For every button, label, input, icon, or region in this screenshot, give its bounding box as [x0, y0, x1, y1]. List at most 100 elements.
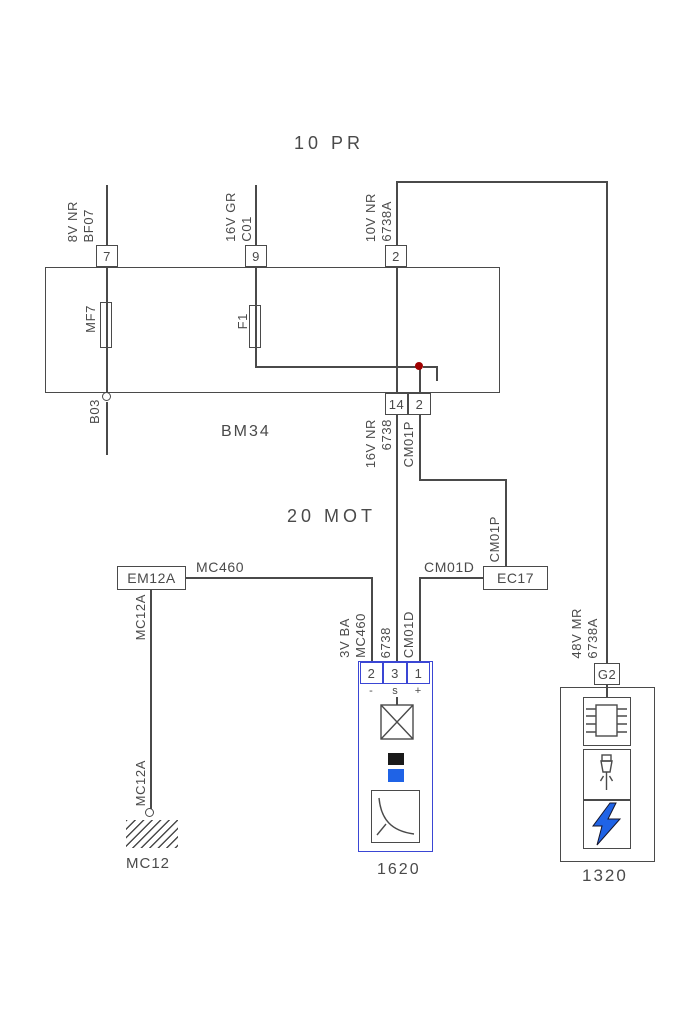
- comp1320-label: 1320: [582, 866, 628, 885]
- mark-s: s: [392, 685, 398, 697]
- connector-ec17: EC17: [483, 566, 548, 590]
- comp1620-pin-3-number: 3: [391, 665, 399, 681]
- wire-mc460-h: [186, 577, 372, 579]
- wire-label-mc460-vert: MC460: [353, 613, 368, 658]
- wire-b03-tail: [106, 402, 108, 455]
- pin-14-number: 14: [388, 396, 405, 412]
- wire-6738a-stub: [396, 181, 398, 246]
- chip-icon: [586, 704, 627, 737]
- b03-terminal: [102, 392, 111, 401]
- bm34-pin-7: 7: [96, 245, 118, 267]
- comp1620-pin-2-number: 2: [367, 665, 376, 681]
- wire-f1-internal: [255, 267, 257, 367]
- wire-6738a-right: [606, 181, 608, 664]
- mc12-terminal: [145, 808, 154, 817]
- ground-icon: [126, 820, 178, 848]
- fuse-f1: [249, 305, 261, 348]
- wire-label-6738a-right: 6738A: [585, 618, 600, 659]
- wire-6738-down: [396, 415, 398, 663]
- wire-cm01d-v: [419, 577, 421, 663]
- wire-label-48v-mr: 48V MR: [569, 608, 584, 659]
- wire-g2-stub: [606, 685, 608, 697]
- em12a-label: EM12A: [127, 570, 176, 586]
- wire-label-bf07: BF07: [81, 208, 96, 242]
- injector-symbol-box: [583, 749, 631, 800]
- curve-path: [378, 797, 415, 835]
- wire-branch-hook-h: [423, 366, 438, 368]
- g2-pin-label: G2: [597, 666, 617, 682]
- wire-label-16v-gr: 16V GR: [223, 192, 238, 242]
- wire-label-cm01d-vert: CM01D: [401, 610, 416, 658]
- wire-c01-stub: [255, 185, 257, 246]
- chip-pins: [586, 708, 627, 733]
- wire-label-mc12a-upper: MC12A: [133, 594, 148, 641]
- comp1620-pin-3: 3: [383, 662, 407, 684]
- wire-bf07-stub: [106, 185, 108, 246]
- chip-symbol-box: [583, 697, 631, 746]
- wire-label-cm01p-upper: CM01P: [401, 421, 416, 468]
- junction-dot: [415, 362, 423, 370]
- injector-icon: [599, 754, 614, 790]
- bm34-pin-14: 14: [385, 393, 408, 415]
- comp1620-pin-1: 1: [407, 662, 430, 684]
- bm34-pin-2-top: 2: [385, 245, 407, 267]
- wire-mc460-v: [371, 577, 373, 663]
- curve-icon: [376, 797, 415, 836]
- wire-cm01p-v1: [419, 415, 421, 481]
- wire-label-c01: C01: [239, 216, 254, 242]
- wire-label-16v-nr: 16V NR: [363, 419, 378, 469]
- wire-cm01d-h: [419, 577, 483, 579]
- sensor-icon-top: [388, 753, 404, 765]
- wire-label-10v-nr: 10V NR: [363, 192, 378, 242]
- comp1620-pin-2: 2: [360, 662, 383, 684]
- ec17-label: EC17: [496, 570, 535, 586]
- sensor-icon-bottom: [388, 769, 404, 782]
- wire-cm01p-h: [419, 479, 506, 481]
- lightning-symbol-box: [583, 800, 631, 849]
- lightning-bolt-icon: [592, 802, 622, 846]
- component-1620-box: [358, 661, 433, 852]
- sensor-icon: [388, 753, 404, 783]
- wire-label-8v-nr: 8V NR: [65, 200, 80, 242]
- wire-cm01p-to-pin2: [419, 366, 421, 394]
- valve-cross: [380, 704, 414, 740]
- mark-plus: +: [414, 685, 422, 697]
- injector-body: [600, 760, 613, 773]
- comp1320-pin-g2: G2: [594, 663, 620, 685]
- wire-label-3v-ba: 3V BA: [337, 618, 352, 658]
- wire-label-6738a-top: 6738A: [379, 201, 394, 242]
- pin-7-number: 7: [103, 248, 111, 264]
- pin-9-number: 9: [252, 248, 260, 264]
- bm34-pin-2-bottom: 2: [408, 393, 431, 415]
- wire-f1-branch: [255, 366, 421, 368]
- wire-cm01p-v2: [505, 479, 507, 567]
- curve-symbol-box: [371, 790, 420, 843]
- bm34-label: BM34: [221, 423, 271, 440]
- mark-minus: -: [369, 685, 373, 697]
- wire-label-b03: B03: [87, 399, 102, 424]
- wire-mf7-internal: [106, 267, 108, 393]
- wire-1620-internal-stub: [396, 697, 398, 705]
- bm34-pin-9: 9: [245, 245, 267, 267]
- section-title-20mot: 20 MOT: [287, 506, 377, 526]
- bm34-box: [45, 267, 500, 393]
- wire-label-mc12a-lower: MC12A: [133, 759, 148, 806]
- connector-em12a: EM12A: [117, 566, 186, 590]
- fuse-mf7: [100, 302, 112, 348]
- fuse-mf7-label: MF7: [83, 305, 98, 333]
- curve-tick: [376, 823, 387, 836]
- component-1320-box: [560, 687, 655, 862]
- chip-body: [595, 704, 618, 737]
- injector-needle: [599, 772, 614, 790]
- valve-body: [380, 704, 414, 740]
- wire-branch-hook-v: [436, 366, 438, 381]
- comp1620-pin-1-number: 1: [414, 665, 423, 681]
- wire-label-6738-upper: 6738: [379, 419, 394, 451]
- wire-6738-through: [396, 267, 398, 393]
- wire-6738a-top: [396, 181, 607, 183]
- section-title-10pr: 10 PR: [294, 133, 365, 153]
- cm01d-wire-label: CM01D: [424, 559, 475, 575]
- fuse-f1-label: F1: [235, 313, 250, 330]
- wire-mc12a: [150, 590, 152, 810]
